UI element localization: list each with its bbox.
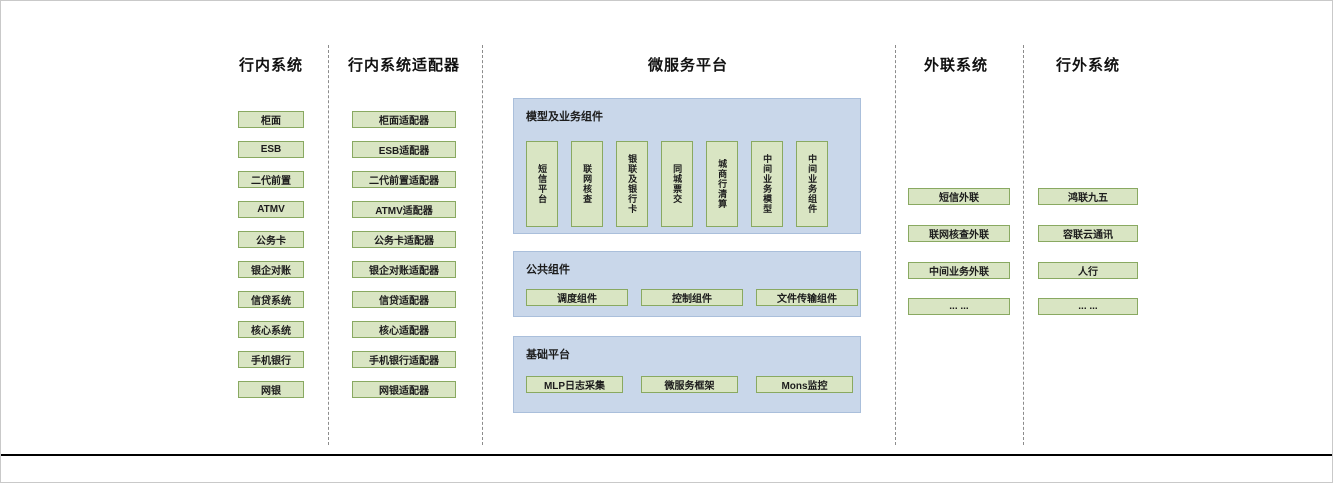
model-component-box: 城商行清算 (706, 141, 738, 227)
public-component-box: 控制组件 (641, 289, 743, 306)
adapter-box: ATMV适配器 (352, 201, 456, 218)
adapter-box: 网银适配器 (352, 381, 456, 398)
column-title-outbound-systems: 外联系统 (923, 57, 988, 74)
adapter-box: 手机银行适配器 (352, 351, 456, 368)
model-component-box: 银联及银行卡 (616, 141, 648, 227)
panel-label: 公共组件 (526, 264, 570, 276)
internal-system-box: 核心系统 (238, 321, 304, 338)
panel-model-business-components: 模型及业务组件 短信平台 联网核查 银联及银行卡 同城票交 城商行清算 中间业务… (513, 98, 861, 234)
column-separator (482, 45, 483, 445)
adapter-box: 信贷适配器 (352, 291, 456, 308)
base-platform-box: 微服务框架 (641, 376, 738, 393)
model-component-box: 同城票交 (661, 141, 693, 227)
internal-system-box: 二代前置 (238, 171, 304, 188)
external-system-box: 鸿联九五 (1038, 188, 1138, 205)
panel-label: 基础平台 (526, 349, 570, 361)
adapter-box: ESB适配器 (352, 141, 456, 158)
panel-label: 模型及业务组件 (526, 111, 603, 123)
outbound-system-box: 中间业务外联 (908, 262, 1010, 279)
internal-system-box: 网银 (238, 381, 304, 398)
column-title-microservice-platform: 微服务平台 (647, 57, 728, 74)
column-title-internal-adapters: 行内系统适配器 (347, 57, 460, 74)
model-component-box: 联网核查 (571, 141, 603, 227)
base-platform-row: MLP日志采集 微服务框架 Mons监控 (526, 376, 853, 393)
public-component-row: 调度组件 控制组件 文件传输组件 (526, 289, 858, 306)
base-platform-box: Mons监控 (756, 376, 853, 393)
model-component-box: 短信平台 (526, 141, 558, 227)
model-component-box: 中间业务模型 (751, 141, 783, 227)
public-component-box: 调度组件 (526, 289, 628, 306)
column-separator (895, 45, 896, 445)
adapter-box: 核心适配器 (352, 321, 456, 338)
model-component-row: 短信平台 联网核查 银联及银行卡 同城票交 城商行清算 中间业务模型 中间业务组… (526, 141, 828, 227)
outbound-system-box: ... ... (908, 298, 1010, 315)
panel-base-platform: 基础平台 MLP日志采集 微服务框架 Mons监控 (513, 336, 861, 413)
internal-system-box: 柜面 (238, 111, 304, 128)
external-system-box: 人行 (1038, 262, 1138, 279)
internal-system-box: 银企对账 (238, 261, 304, 278)
column-separator (328, 45, 329, 445)
column-separator (1023, 45, 1024, 445)
adapter-box: 银企对账适配器 (352, 261, 456, 278)
public-component-box: 文件传输组件 (756, 289, 858, 306)
internal-system-box: 信贷系统 (238, 291, 304, 308)
internal-system-box: ESB (238, 141, 304, 158)
external-system-box: 容联云通讯 (1038, 225, 1138, 242)
column-title-internal-systems: 行内系统 (238, 57, 303, 74)
internal-system-box: ATMV (238, 201, 304, 218)
external-system-box: ... ... (1038, 298, 1138, 315)
panel-public-components: 公共组件 调度组件 控制组件 文件传输组件 (513, 251, 861, 317)
bottom-divider (1, 454, 1332, 456)
outbound-system-box: 联网核查外联 (908, 225, 1010, 242)
model-component-box: 中间业务组件 (796, 141, 828, 227)
outbound-system-box: 短信外联 (908, 188, 1010, 205)
adapter-box: 二代前置适配器 (352, 171, 456, 188)
base-platform-box: MLP日志采集 (526, 376, 623, 393)
internal-system-box: 手机银行 (238, 351, 304, 368)
column-title-external-systems: 行外系统 (1055, 57, 1120, 74)
adapter-box: 公务卡适配器 (352, 231, 456, 248)
internal-system-box: 公务卡 (238, 231, 304, 248)
adapter-box: 柜面适配器 (352, 111, 456, 128)
